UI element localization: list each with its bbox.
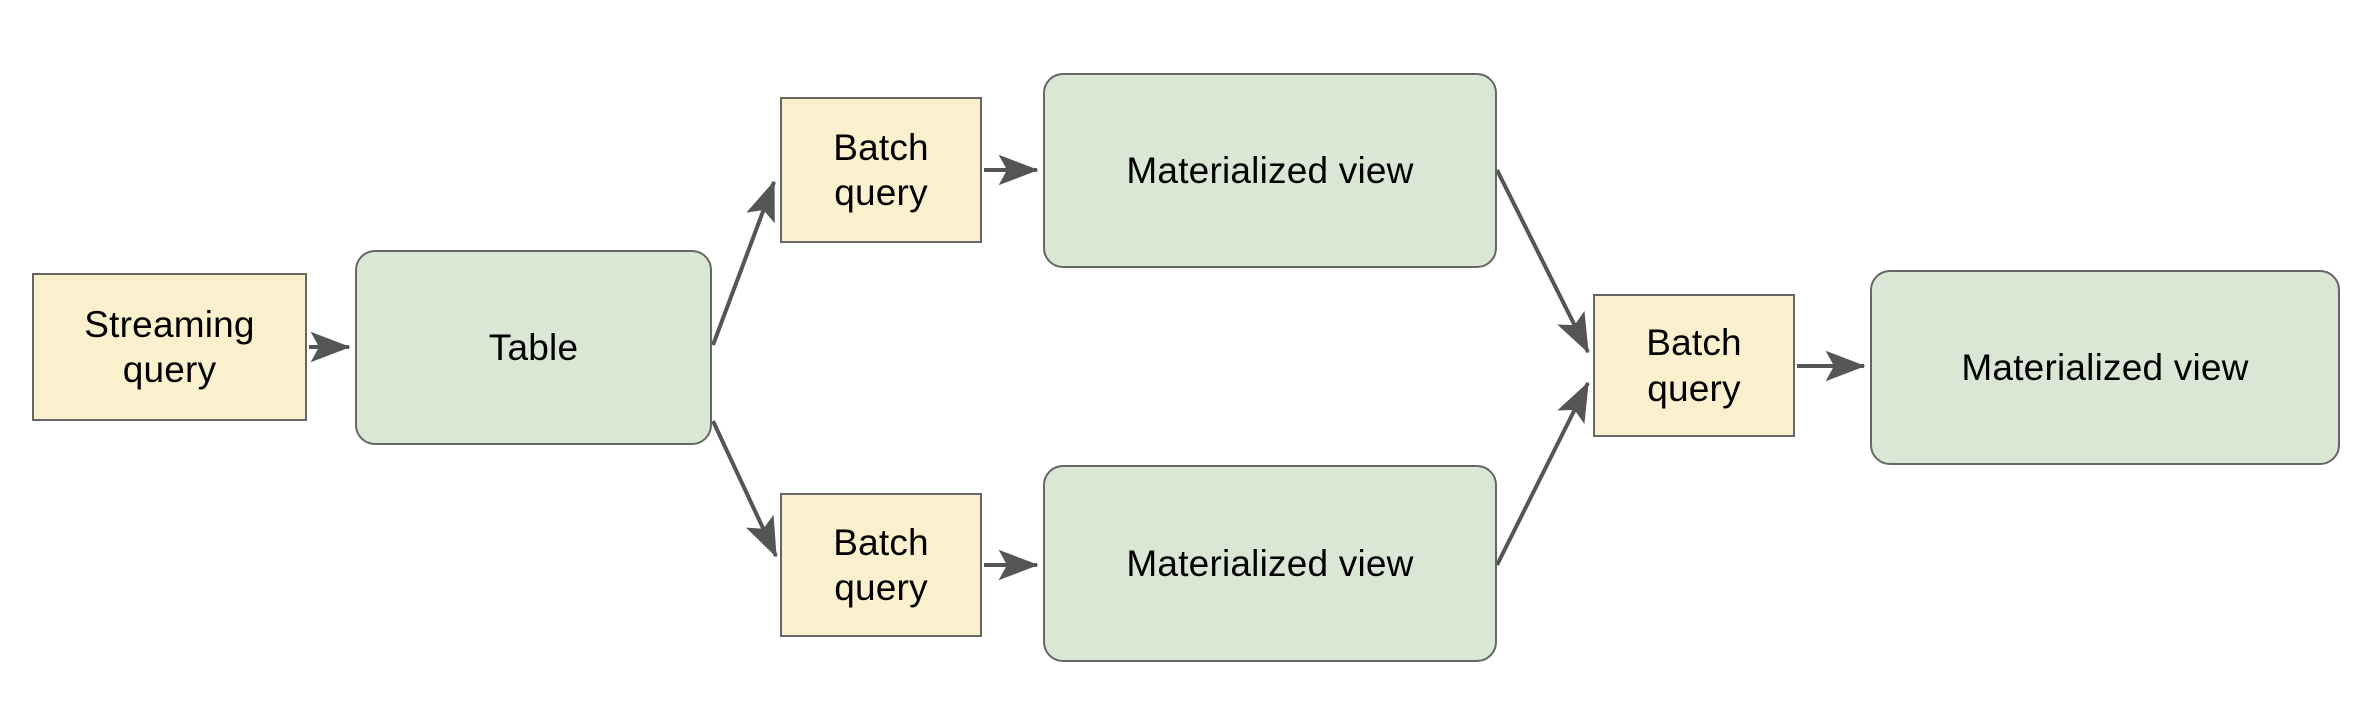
node-materialized-view-right-label: Materialized view [1961,346,2249,388]
node-batch-query-center[interactable]: Batch query [1593,294,1795,437]
node-materialized-view-top-label: Materialized view [1126,149,1414,191]
node-batch-query-top[interactable]: Batch query [780,97,982,243]
edge-mv-bottom-to-batch-center [1495,381,1590,566]
edge-mv-top-to-batch-center [1495,169,1590,354]
node-streaming-query-label: Streaming query [84,303,255,390]
node-batch-query-center-label: Batch query [1646,322,1742,409]
node-materialized-view-bottom-label: Materialized view [1126,542,1414,584]
node-batch-query-bottom-label: Batch query [833,521,929,608]
node-materialized-view-top[interactable]: Materialized view [1043,73,1497,268]
node-streaming-query[interactable]: Streaming query [32,273,307,421]
edge-table-to-batch-bottom [711,420,778,558]
node-table-label: Table [488,326,579,368]
edge-table-to-batch-top [711,180,776,346]
node-table[interactable]: Table [355,250,712,445]
node-materialized-view-right[interactable]: Materialized view [1870,270,2340,465]
node-batch-query-bottom[interactable]: Batch query [780,493,982,637]
node-materialized-view-bottom[interactable]: Materialized view [1043,465,1497,662]
node-batch-query-top-label: Batch query [833,126,929,213]
